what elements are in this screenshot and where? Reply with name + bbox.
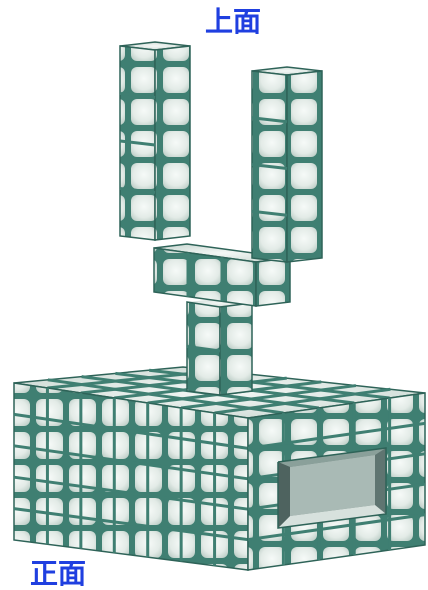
stem-right-face <box>220 303 252 395</box>
cube-structure-figure <box>0 0 428 575</box>
left-pillar-right-face <box>155 46 190 240</box>
top-view-label: 上面 <box>205 8 261 36</box>
right-pillar-right-face <box>287 71 322 262</box>
crossbar-right-face <box>256 258 290 306</box>
front-view-label: 正面 <box>30 560 86 588</box>
tunnel-hole <box>278 448 386 528</box>
